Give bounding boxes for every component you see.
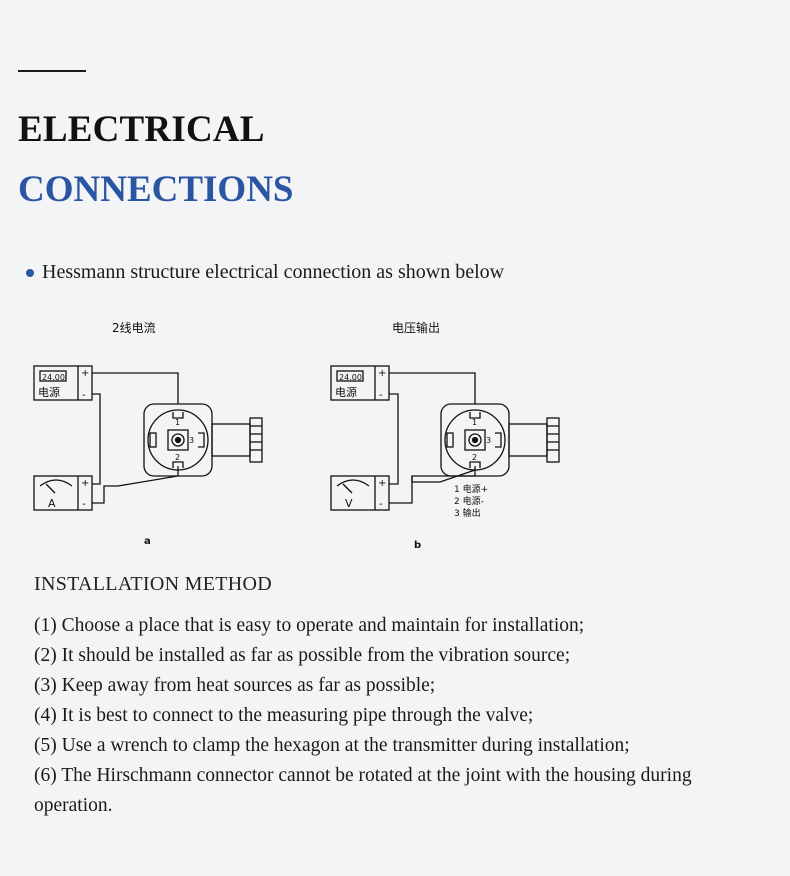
diagram-b-meter-label: V [345, 497, 353, 510]
diagram-a-caption: a [144, 536, 151, 547]
diagram-b-minus: - [379, 390, 383, 401]
diagram-b [330, 365, 560, 511]
installation-step: (6) The Hirschmann connector cannot be r… [34, 765, 692, 816]
diagram-b-power-label: 电源 [335, 385, 357, 399]
bullet-dot-icon [26, 268, 34, 277]
installation-title: INSTALLATION METHOD [34, 573, 272, 595]
diagram-b-legend-2: 2 电源- [454, 495, 484, 507]
diagram-a-title: 2线电流 [112, 321, 156, 335]
top-rule [18, 70, 86, 72]
display-b [336, 370, 364, 382]
diagram-a-meter-plus: + [81, 478, 89, 489]
diagram-b-legend-3: 3 输出 [454, 507, 481, 519]
intro-text: Hessmann structure electrical connection… [42, 261, 505, 283]
installation-step: (1) Choose a place that is easy to opera… [34, 615, 585, 636]
installation-step: (4) It is best to connect to the measuri… [34, 705, 534, 726]
diagram-b-meter-minus: - [379, 499, 383, 510]
page-title-line1: ELECTRICAL [18, 109, 265, 150]
diagram-b-pin2: 2 [472, 453, 477, 462]
diagram-b-pin3: 3 [486, 436, 491, 445]
diagram-a-meter-label: A [48, 497, 56, 510]
installation-step: (2) It should be installed as far as pos… [34, 645, 571, 666]
installation-step: (3) Keep away from heat sources as far a… [34, 675, 436, 696]
diagram-b-plus: + [378, 368, 386, 379]
diagram-b-pin1: 1 [472, 418, 477, 427]
wiring-diagrams: 2线电流 24.00 电源 + - + - A 1 2 3 a 电压输出 24.… [0, 300, 790, 565]
diagram-b-meter-plus: + [378, 478, 386, 489]
diagram-a-power-label: 电源 [38, 385, 60, 399]
intro-bullet: Hessmann structure electrical connection… [26, 261, 504, 284]
diagram-a-meter-minus: - [82, 499, 86, 510]
diagram-b-legend-1: 1 电源+ [454, 483, 488, 495]
diagram-a-minus: - [82, 390, 86, 401]
installation-step: (5) Use a wrench to clamp the hexagon at… [34, 735, 630, 756]
diagram-b-display: 24.00 [339, 373, 362, 382]
diagram-a [33, 365, 263, 511]
diagram-a-pin3: 3 [189, 436, 194, 445]
diagram-a-pin2: 2 [175, 453, 180, 462]
diagram-a-display: 24.00 [42, 373, 65, 382]
wiring-diagram-svg: 2线电流 24.00 电源 + - + - A 1 2 3 a 电压输出 24.… [33, 320, 560, 551]
diagram-b-title: 电压输出 [392, 320, 440, 335]
installation-steps: (1) Choose a place that is easy to opera… [34, 611, 754, 821]
power-box-a [33, 365, 93, 401]
diagram-a-pin1: 1 [175, 418, 180, 427]
diagram-a-plus: + [81, 368, 89, 379]
meter-box-b [330, 475, 390, 511]
display-a [39, 370, 67, 382]
power-box-b [330, 365, 390, 401]
diagram-b-caption: b [414, 540, 421, 551]
meter-box-a [33, 475, 93, 511]
page-title-line2: CONNECTIONS [18, 169, 294, 210]
